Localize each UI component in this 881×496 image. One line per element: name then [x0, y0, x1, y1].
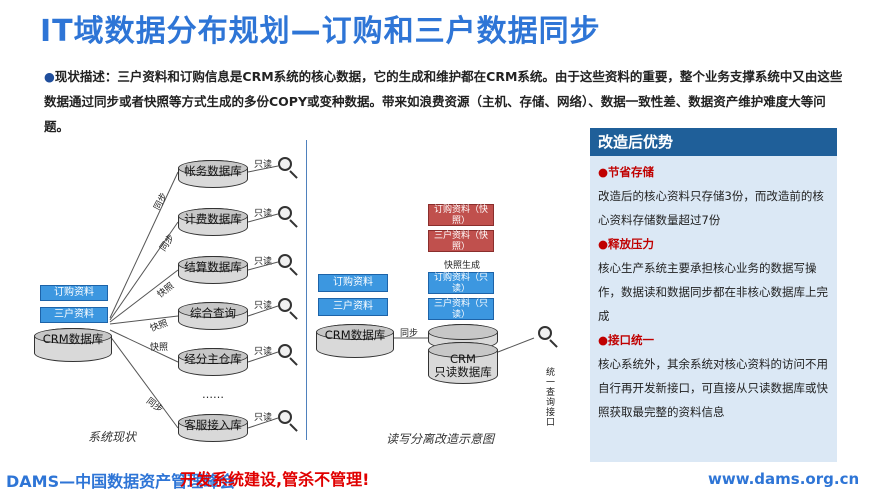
right-caption: 读写分离改造示意图: [386, 432, 495, 446]
advantage-body-interface: 核心系统外，其余系统对核心资料的访问不用自行再开发新接口，可直接从只读数据库或快…: [598, 357, 828, 419]
magnifier-icon: [278, 157, 292, 171]
target-db-warehouse: 经分主仓库: [178, 348, 248, 376]
sync-label: 同步: [400, 329, 419, 339]
link-line-4: [109, 315, 179, 325]
magnifier-icon: [278, 410, 292, 424]
target-db-service: 客服接入库: [178, 414, 248, 442]
target-db-settlement: 结算数据库: [178, 256, 248, 284]
crm-readonly-db: CRM 只读数据库: [428, 342, 498, 384]
read-line-6: [247, 417, 279, 429]
left-tag-customer: 三户资料: [40, 307, 108, 323]
link-line-2: [109, 221, 179, 321]
readonly-db-label-top: CRM: [450, 352, 476, 366]
snapshot-tag-order: 订购资料（快照）: [428, 204, 494, 226]
magnifier-icon: [278, 344, 292, 358]
advantage-body-storage: 改造后的核心资料只存储3份，而改造前的核心资料存储数量超过7份: [598, 189, 824, 227]
footer-left: DAMS—中国数据资产管理峰会: [6, 472, 236, 491]
advantage-heading-interface: ●接口统一: [598, 333, 655, 347]
target-db-billing: 帐务数据库: [178, 160, 248, 188]
target-db-query: 综合查询: [178, 302, 248, 330]
read-line-1: [247, 165, 279, 173]
link-line-6: [109, 335, 179, 429]
snapshot-tag-customer: 三户资料（快照）: [428, 230, 494, 252]
access-label-3: 只读: [254, 257, 273, 267]
link-line-1: [109, 171, 179, 319]
magnifier-icon: [278, 298, 292, 312]
access-label-1: 只读: [254, 160, 273, 170]
interface-line: [497, 337, 535, 353]
snapshot-label: 快照生成: [444, 261, 481, 271]
read-line-4: [247, 305, 279, 317]
left-tag-order: 订购资料: [40, 285, 108, 301]
access-label-5: 只读: [254, 347, 273, 357]
advantages-panel: ●节省存储 改造后的核心资料只存储3份，而改造前的核心资料存储数量超过7份 ●释…: [590, 156, 837, 462]
advantage-heading-storage: ●节省存储: [598, 165, 655, 179]
access-label-2: 只读: [254, 209, 273, 219]
left-caption: 系统现状: [88, 430, 137, 444]
target-ellipsis: ……: [202, 388, 224, 401]
right-tag-customer: 三户资料: [318, 298, 388, 316]
link-line-3: [109, 269, 179, 323]
description-text: 现状描述：三户资料和订购信息是CRM系统的核心数据，它的生成和维护都在CRM系统…: [44, 69, 843, 134]
access-label-4: 只读: [254, 301, 273, 311]
access-label-6: 只读: [254, 413, 273, 423]
readonly-tag-order: 订购资料（只读）: [428, 272, 494, 294]
readonly-db-label-bottom: 只读数据库: [434, 365, 492, 379]
link-line-5: [109, 329, 179, 363]
advantage-body-pressure: 核心生产系统主要承担核心业务的数据写操作，数据读和数据同步都在非核心数据库上完成: [598, 261, 828, 323]
read-line-2: [247, 213, 279, 223]
interface-label: 统一查询接口: [546, 368, 556, 428]
advantage-heading-pressure: ●释放压力: [598, 237, 655, 251]
description: ●现状描述：三户资料和订购信息是CRM系统的核心数据，它的生成和维护都在CRM系…: [44, 64, 844, 139]
panel-header: 改造后优势: [590, 128, 837, 156]
magnifier-icon: [538, 326, 552, 340]
right-tag-order: 订购资料: [318, 274, 388, 292]
left-crm-db: CRM数据库: [34, 328, 112, 362]
footer-url[interactable]: www.dams.org.cn: [708, 470, 860, 488]
target-db-charging: 计费数据库: [178, 208, 248, 236]
footer-slogan: 开发系统建设,管杀不管理!: [180, 470, 370, 489]
page-title: IT域数据分布规划—订购和三户数据同步: [40, 14, 601, 49]
read-line-3: [247, 261, 279, 271]
diagram-divider: [306, 140, 307, 440]
read-line-5: [247, 351, 279, 363]
link-label-5: 快照: [150, 343, 169, 353]
description-bullet: ●: [44, 69, 55, 84]
magnifier-icon: [278, 254, 292, 268]
readonly-tag-customer: 三户资料（只读）: [428, 298, 494, 320]
magnifier-icon: [278, 206, 292, 220]
right-crm-db: CRM数据库: [316, 324, 394, 358]
